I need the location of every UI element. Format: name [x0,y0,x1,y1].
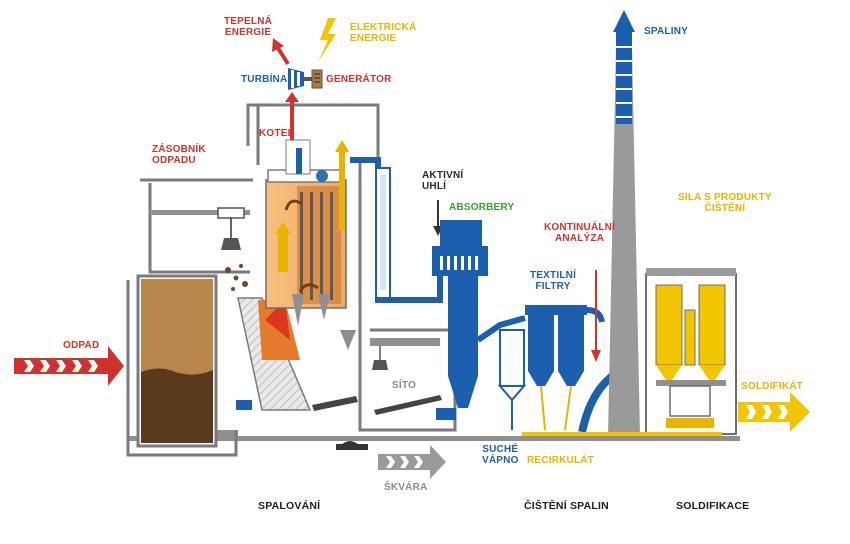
product-silos [645,268,737,435]
section-solidification: SOLDIFIKACE [676,500,750,512]
waste-input-arrow [14,346,124,386]
boiler-label: KOTEL [259,128,294,139]
section-combustion: SPALOVÁNÍ [258,500,321,512]
textile-filters [525,305,605,431]
furnace-grate [236,297,312,411]
turbine-generator [288,68,323,90]
stack [608,10,640,436]
flue-gas-label: SPALINY [644,26,688,37]
duct-to-filters [476,315,526,343]
solidificate-output-arrow [738,392,810,432]
waste-bunker [136,274,218,448]
absorber [432,220,488,408]
generator-label: GENERÁTOR [326,74,392,85]
sieve-label: SÍTO [392,380,416,391]
cyclone [497,329,527,430]
heat-energy-arrow [272,38,290,66]
slag-label: ŠKVÁRA [384,482,428,493]
electric-energy-bolt [318,18,336,62]
sieve-and-slag [312,338,456,450]
section-flue-gas-cleaning: ČIŠTĚNÍ SPALIN [524,500,609,512]
waste-feed [225,264,248,291]
turbine-label: TURBÍNA [241,74,288,85]
steam-line [285,92,299,140]
absorbers-label: ABSORBERY [449,202,515,213]
crane [150,207,250,250]
solidificate-label: SOLDIFIKÁT [741,381,803,392]
slag-output-arrow [378,445,446,479]
waste-input-label: ODPAD [63,340,100,351]
recirculate-label: RECIRKULÁT [527,455,594,466]
continuous-analysis-arrow [591,270,601,362]
ground-line [128,436,740,441]
recirculation-line [522,432,722,436]
boiler [265,139,356,350]
